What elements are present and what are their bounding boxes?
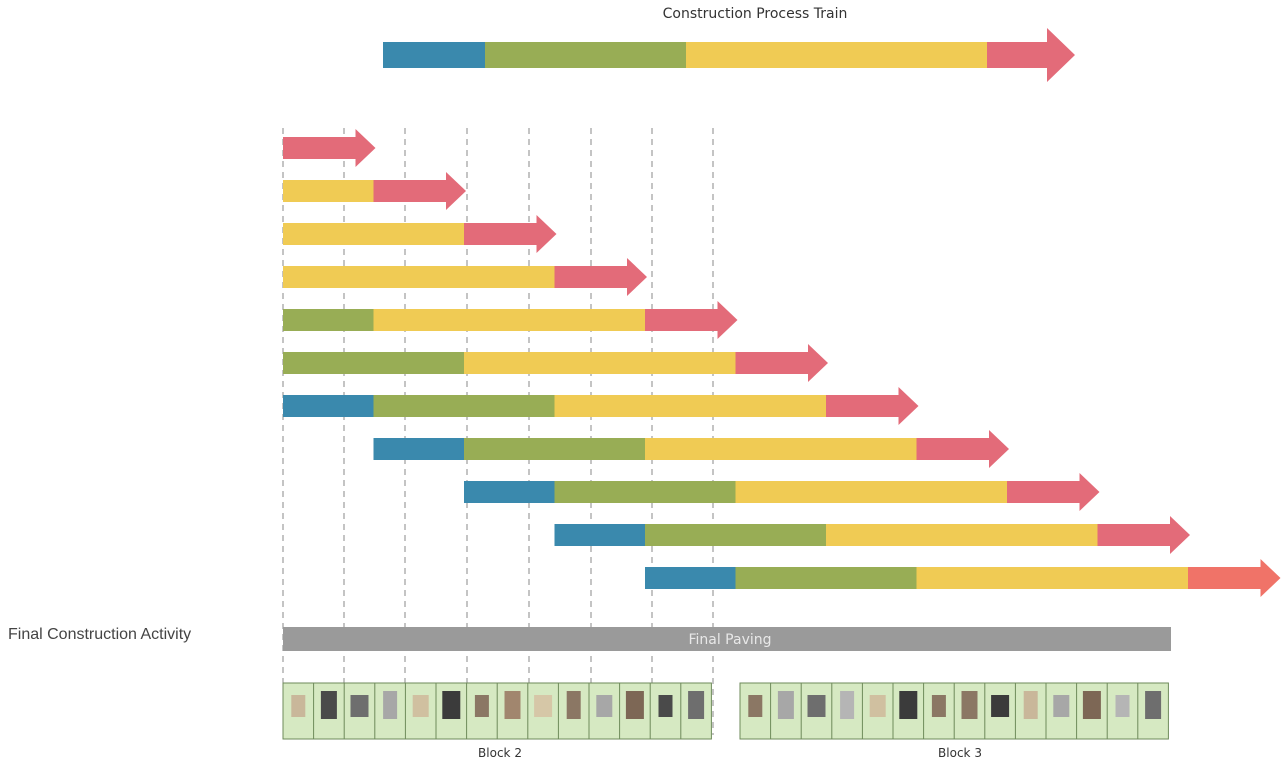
row-11-segment-yellow [916, 567, 1188, 589]
final-paving-bar [283, 627, 1171, 651]
block-3-house-14 [1145, 691, 1162, 719]
row-11-segment-red [1188, 567, 1261, 589]
row-8-segment-yellow [645, 438, 917, 460]
block-2-house-10 [566, 691, 581, 719]
row-5-segment-green [283, 309, 374, 331]
process-train-segment-red [987, 42, 1047, 68]
block-2-label: Block 2 [478, 746, 522, 760]
row-5-segment-red [645, 309, 718, 331]
block-2-house-12 [625, 691, 644, 719]
row-6-segment-red [735, 352, 808, 374]
block-3-house-11 [1053, 695, 1070, 717]
block-2-house-2 [320, 691, 337, 719]
final-activity-label: Final Construction Activity [8, 626, 192, 643]
row-3-segment-yellow [283, 223, 464, 245]
block-2-house-8 [504, 691, 521, 719]
block-3-house-6 [899, 691, 918, 719]
row-10-segment-blue [554, 524, 645, 546]
block-3-house-13 [1115, 695, 1130, 717]
row-9-segment-blue [464, 481, 555, 503]
block-3-house-1 [748, 695, 763, 717]
row-11-segment-blue [645, 567, 736, 589]
block-2-house-14 [688, 691, 705, 719]
row-4-segment-red [554, 266, 627, 288]
block-3-house-7 [931, 695, 946, 717]
row-6-arrowhead [808, 344, 828, 382]
block-2-house-1 [291, 695, 306, 717]
row-8-segment-blue [373, 438, 464, 460]
row-4-arrowhead [627, 258, 647, 296]
row-4-segment-yellow [283, 266, 555, 288]
row-9-segment-green [554, 481, 736, 503]
block-2-house-4 [383, 691, 398, 719]
row-10-segment-yellow [826, 524, 1098, 546]
row-9-segment-yellow [735, 481, 1007, 503]
block-3-house-2 [777, 691, 794, 719]
row-5-arrowhead [717, 301, 738, 339]
row-7-segment-green [373, 395, 555, 417]
row-1-segment-red [283, 137, 356, 159]
block-3-house-4 [840, 691, 855, 719]
process-train-segment-green [485, 42, 686, 68]
row-11-arrowhead [1260, 559, 1281, 597]
block-2-house-7 [474, 695, 489, 717]
row-2-segment-red [373, 180, 446, 202]
block-3-house-5 [869, 695, 886, 717]
block-3-house-10 [1023, 691, 1038, 719]
row-2-segment-yellow [283, 180, 374, 202]
row-8-segment-red [916, 438, 989, 460]
block-2-house-11 [596, 695, 613, 717]
block-2-house-5 [412, 695, 429, 717]
block-3-house-8 [961, 691, 978, 719]
block-2-house-9 [534, 695, 553, 717]
row-6-segment-yellow [464, 352, 736, 374]
process-train-segment-blue [383, 42, 485, 68]
block-3-house-3 [807, 695, 826, 717]
row-8-arrowhead [989, 430, 1009, 468]
row-3-segment-red [464, 223, 537, 245]
row-7-arrowhead [898, 387, 919, 425]
process-train-segment-yellow [686, 42, 987, 68]
row-6-segment-green [283, 352, 464, 374]
row-1-arrowhead [355, 129, 376, 167]
diagram-title: Construction Process Train [662, 6, 848, 22]
row-9-arrowhead [1079, 473, 1100, 511]
block-2-house-13 [658, 695, 673, 717]
row-9-segment-red [1007, 481, 1080, 503]
block-3-house-9 [991, 695, 1010, 717]
process-train-arrowhead [1047, 28, 1075, 82]
row-11-segment-green [735, 567, 917, 589]
row-8-segment-green [464, 438, 645, 460]
row-7-segment-blue [283, 395, 374, 417]
final-paving-label: Final Paving [688, 632, 772, 648]
row-10-segment-green [645, 524, 826, 546]
row-7-segment-red [826, 395, 899, 417]
row-2-arrowhead [446, 172, 466, 210]
row-5-segment-yellow [373, 309, 645, 331]
row-10-segment-red [1097, 524, 1170, 546]
block-3-label: Block 3 [938, 746, 982, 760]
row-3-arrowhead [536, 215, 557, 253]
row-7-segment-yellow [554, 395, 826, 417]
block-2-house-6 [442, 691, 461, 719]
block-3-house-12 [1082, 691, 1101, 719]
block-2-house-3 [350, 695, 369, 717]
row-10-arrowhead [1170, 516, 1190, 554]
